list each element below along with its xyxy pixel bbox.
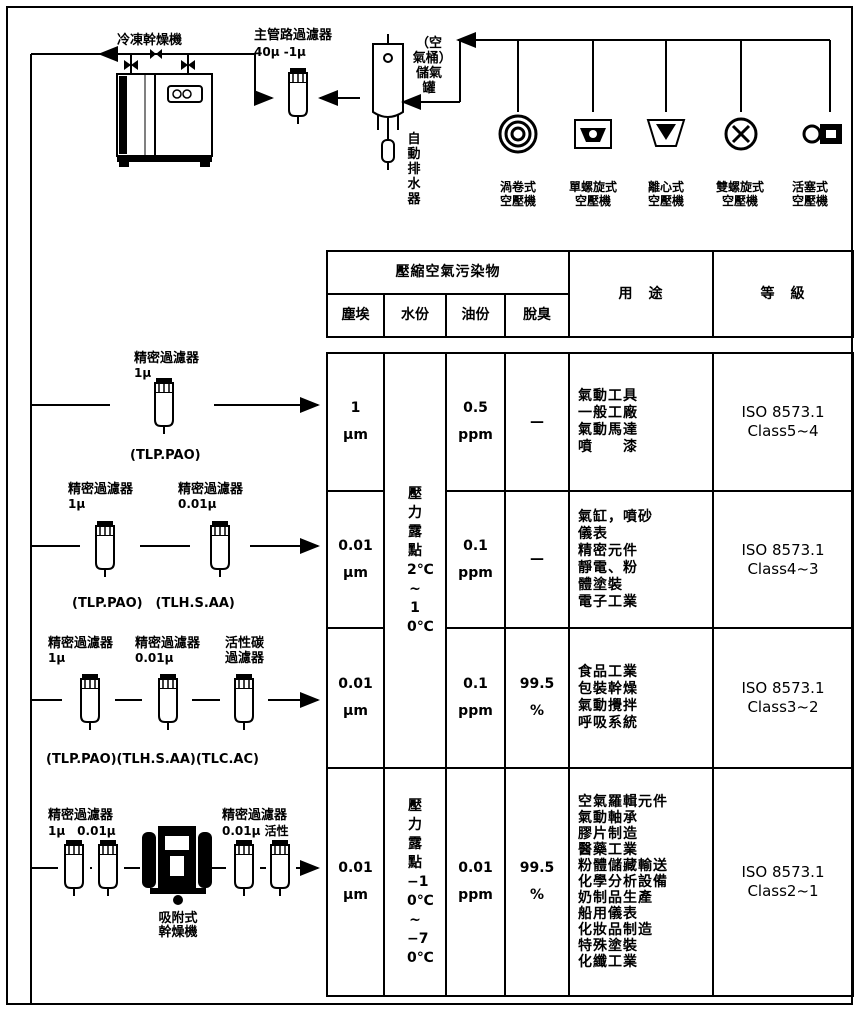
auto-drain-label: 自動排水器 (407, 132, 421, 207)
filter-spec: 1μ (134, 366, 152, 380)
precision-filter-001u-icon (210, 520, 230, 578)
main-filter-label: 主管路過濾器 (254, 28, 333, 43)
filter-label: 精密過濾器 (178, 482, 244, 497)
odor-cell: 99.5% (504, 627, 570, 769)
filter-label: 精密過濾器 (135, 636, 201, 651)
odor-cell: 99.5% (504, 767, 570, 997)
use-cell: 氣缸，噴砂儀表 精密元件靜電、粉 體塗裝電子工業 (568, 490, 714, 629)
air-tank-label: （空氣桶）儲氣罐 (412, 36, 446, 96)
filter-spec: 0.01μ (178, 497, 217, 511)
precision-filter-1u-icon (64, 839, 84, 897)
centrifugal-compressor-icon (646, 119, 686, 147)
main-filter-icon (288, 67, 308, 125)
compressor-label-scroll: 渦卷式空壓機 (499, 180, 536, 208)
twin-screw-compressor-icon (724, 117, 758, 151)
filter-label: 過濾器 (225, 651, 265, 666)
filter-spec: 0.01μ (135, 651, 174, 665)
filter-spec: 1μ 0.01μ (48, 824, 116, 838)
refrigerated-dryer-label: 冷凍幹燥機 (117, 33, 183, 48)
odor-cell: — (504, 352, 570, 492)
precision-filter-001u-icon (234, 839, 254, 897)
water-dewpoint-cell: 壓力露點2℃~10℃ (383, 352, 447, 769)
water-dewpoint-cell: 壓力露點−10℃~−70℃ (383, 767, 447, 997)
compressor-label-twin-screw: 雙螺旋式空壓機 (715, 180, 764, 208)
filter-code: (TLP.PAO) (130, 448, 201, 463)
header-oil: 油份 (445, 293, 506, 338)
precision-filter-1u-icon (80, 673, 100, 731)
precision-filter-1u-icon (95, 520, 115, 578)
piston-compressor-icon (802, 124, 842, 144)
air-tank-icon (372, 34, 404, 170)
header-use: 用 途 (568, 250, 714, 338)
adsorption-dryer-icon (142, 826, 212, 905)
filter-spec: 1μ (68, 497, 86, 511)
adsorption-dryer-label: 吸附式幹燥機 (158, 911, 198, 940)
single-screw-compressor-icon (574, 119, 612, 149)
scroll-compressor-icon (498, 114, 538, 154)
refrigerated-dryer-icon (98, 46, 213, 167)
main-filter-spec: 40μ -1μ (254, 45, 306, 59)
header-contaminants: 壓縮空氣污染物 (326, 250, 570, 295)
compressor-label-centrifugal: 離心式空壓機 (647, 180, 684, 208)
compressor-label-single-screw: 單螺旋式空壓機 (568, 180, 617, 208)
filter-label: 精密過濾器 (68, 482, 134, 497)
use-cell: 氣動工具一般工廠 氣動馬達噴 漆 (568, 352, 714, 492)
compressor-label-piston: 活塞式空壓機 (791, 180, 828, 208)
filter-label: 精密過濾器 (48, 636, 114, 651)
precision-filter-1u-icon (154, 377, 174, 435)
activated-carbon-filter-icon (234, 673, 254, 731)
filter-label: 精密過濾器 (222, 808, 288, 823)
header-odor: 脫臭 (504, 293, 570, 338)
precision-filter-001u-icon (158, 673, 178, 731)
filter-label: 精密過濾器 (48, 808, 114, 823)
header-water: 水份 (383, 293, 447, 338)
activated-carbon-filter-icon (270, 839, 290, 897)
filter-spec: 0.01μ 活性 (222, 824, 289, 838)
header-grade: 等 級 (712, 250, 854, 338)
filter-codes: (TLP.PAO)(TLH.S.AA)(TLC.AC) (46, 752, 259, 767)
precision-filter-001u-icon (98, 839, 118, 897)
filter-label: 活性碳 (225, 636, 265, 651)
odor-cell: — (504, 490, 570, 629)
header-dust: 塵埃 (326, 293, 385, 338)
filter-codes: (TLP.PAO) (TLH.S.AA) (72, 596, 235, 611)
filter-label: 精密過濾器 (134, 351, 200, 366)
use-cell: 食品工業包裝幹燥 氣動攪拌呼吸系統 (568, 627, 714, 769)
filter-spec: 1μ (48, 651, 66, 665)
use-cell: 空氣羅輯元件氣動軸承 膠片制造醫藥工業 粉體儲藏輸送化學分析設備 奶制品生產船用… (568, 767, 714, 997)
